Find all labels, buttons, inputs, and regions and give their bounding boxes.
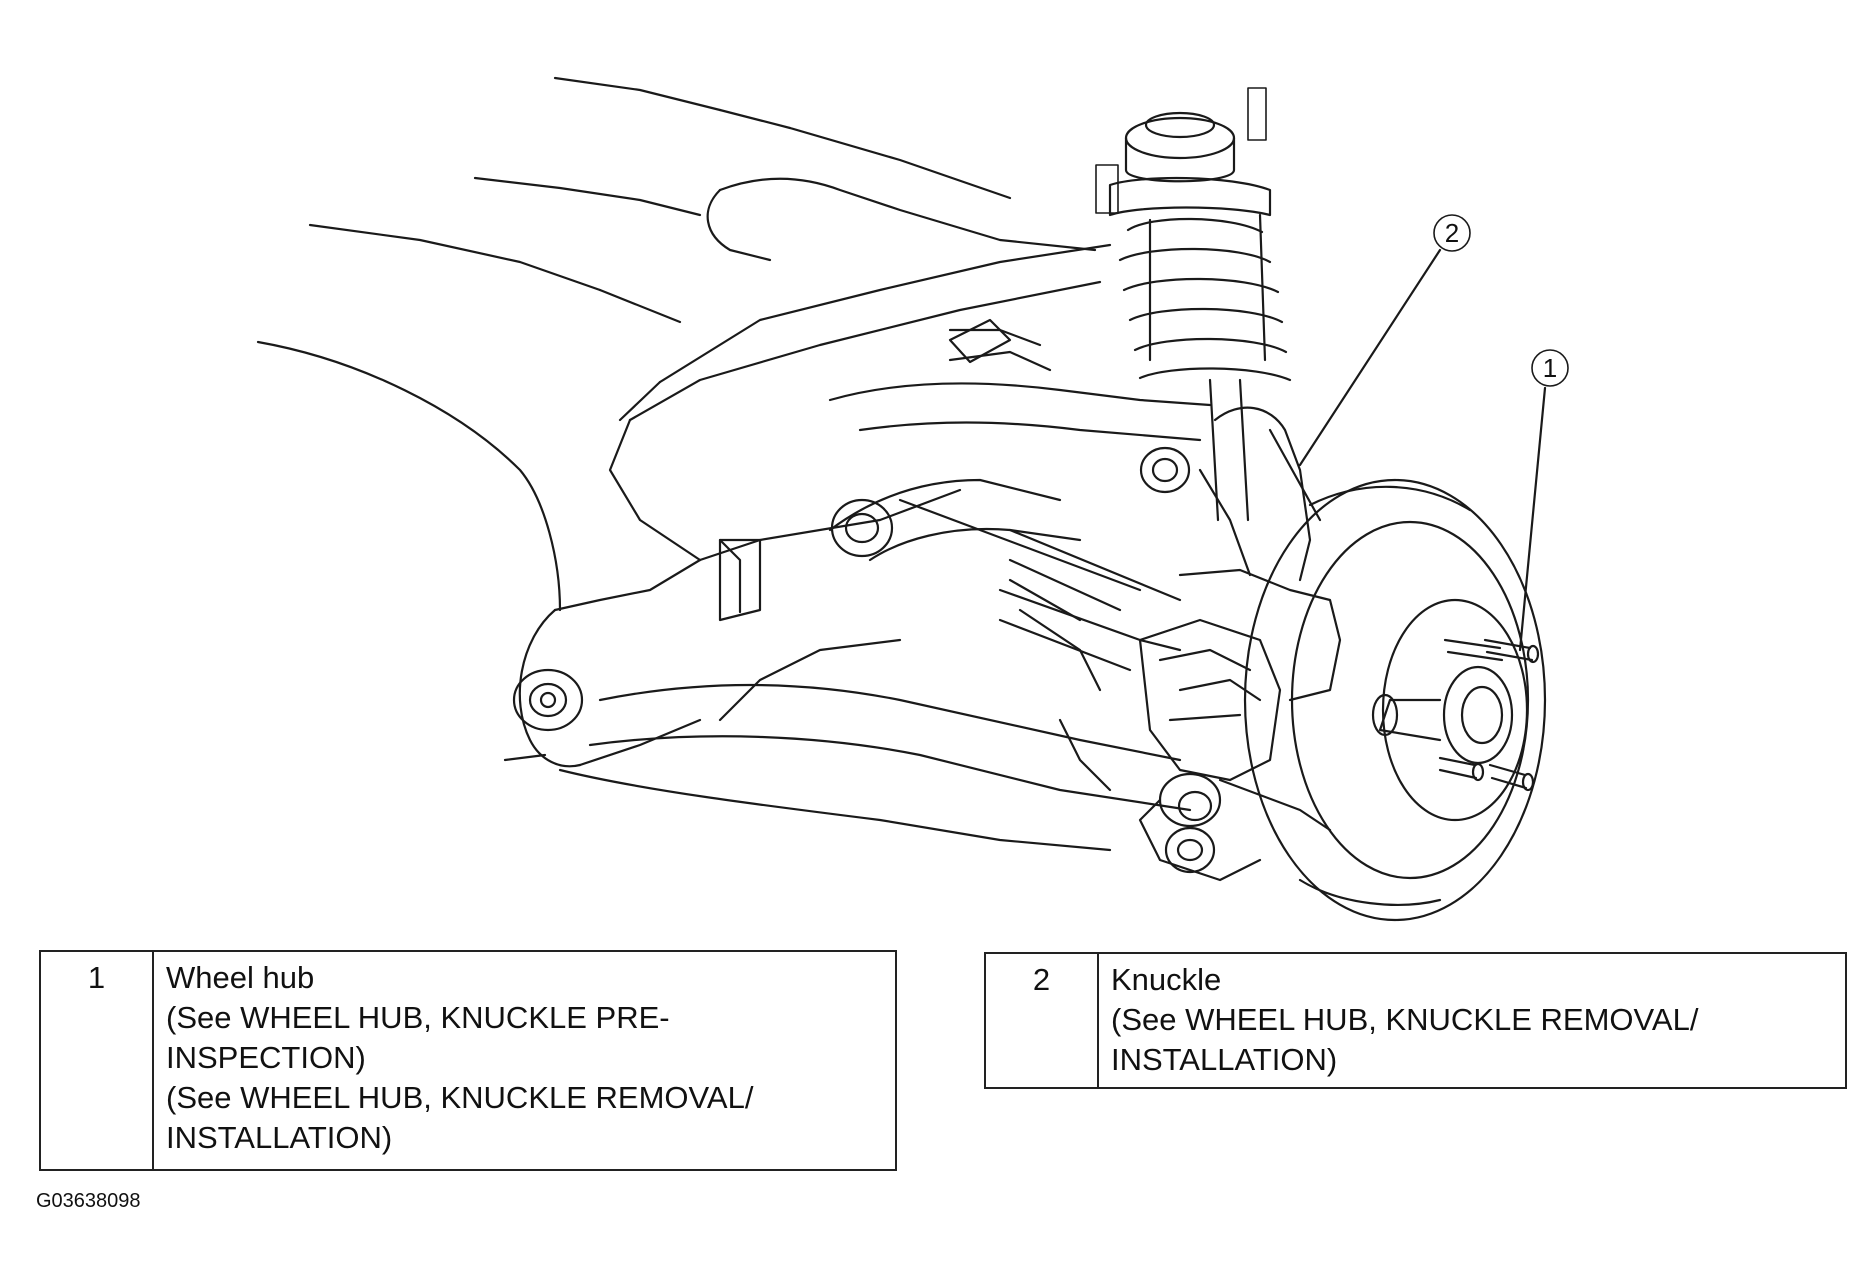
legend-part-name: Wheel hub xyxy=(166,960,315,995)
suspension-diagram: 1 2 xyxy=(256,76,1569,922)
bushings xyxy=(512,318,1216,874)
legend-row-knuckle: 2 Knuckle (See WHEEL HUB, KNUCKLE REMOVA… xyxy=(984,952,1847,1089)
legend-reference: (See WHEEL HUB, KNUCKLE PRE- xyxy=(166,1000,670,1035)
strut-spring xyxy=(1095,87,1292,522)
legend-row-wheel-hub: 1 Wheel hub (See WHEEL HUB, KNUCKLE PRE-… xyxy=(39,950,897,1171)
subframe xyxy=(503,177,1212,852)
legend-reference: INSPECTION) xyxy=(166,1040,366,1075)
legend-reference: (See WHEEL HUB, KNUCKLE REMOVAL/ xyxy=(1111,1002,1699,1037)
brake-disc xyxy=(1243,478,1547,922)
legend-reference: INSTALLATION) xyxy=(1111,1042,1338,1077)
legend-part-name: Knuckle xyxy=(1111,962,1222,997)
legend-number: 2 xyxy=(986,954,1099,1087)
callout-1-leader xyxy=(1518,386,1547,652)
callout-1: 1 xyxy=(1531,349,1569,387)
legend-reference: INSTALLATION) xyxy=(166,1120,393,1155)
brake-caliper xyxy=(1018,568,1342,882)
knuckle-drawing xyxy=(1198,406,1322,582)
vehicle-body-outline xyxy=(256,76,1012,612)
legend-description: Knuckle (See WHEEL HUB, KNUCKLE REMOVAL/… xyxy=(1099,954,1708,1087)
callout-2-label: 2 xyxy=(1445,218,1459,248)
callout-2: 2 xyxy=(1433,214,1471,252)
figure-code: G03638098 xyxy=(36,1190,141,1212)
legend-reference: (See WHEEL HUB, KNUCKLE REMOVAL/ xyxy=(166,1080,754,1115)
callout-1-label: 1 xyxy=(1543,353,1557,383)
legend-description: Wheel hub (See WHEEL HUB, KNUCKLE PRE- I… xyxy=(154,952,763,1169)
wheel-hub-drawing xyxy=(1371,598,1540,822)
legend-number: 1 xyxy=(41,952,154,1169)
callout-2-leader xyxy=(1298,248,1442,467)
